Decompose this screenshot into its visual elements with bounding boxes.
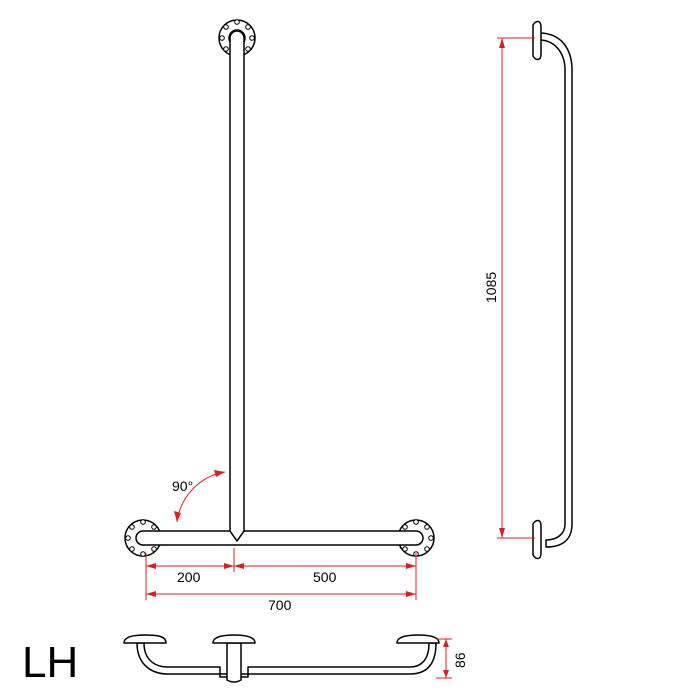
top-view: 86 <box>123 634 468 683</box>
top-view-tube <box>136 642 437 678</box>
horizontal-tube <box>135 530 424 546</box>
angle-label: 90° <box>172 478 193 494</box>
top-view-center-post <box>226 642 242 683</box>
left-segment-label: 200 <box>177 569 201 585</box>
side-top-flange <box>532 20 542 61</box>
total-width-label: 700 <box>268 597 292 613</box>
variant-label: LH <box>22 638 78 687</box>
depth-dimension: 86 <box>436 638 468 679</box>
top-view-right-flange <box>396 634 440 644</box>
height-label: 1085 <box>483 272 499 303</box>
height-dimension: 1085 <box>483 37 535 539</box>
top-view-left-flange <box>123 634 167 644</box>
width-dimensions: 200 500 700 <box>145 548 417 613</box>
front-view: 90° 200 500 700 <box>124 19 435 613</box>
depth-label: 86 <box>452 652 468 668</box>
right-segment-label: 500 <box>313 569 337 585</box>
side-view: 1085 <box>483 20 573 560</box>
angle-annotation: 90° <box>172 470 226 523</box>
top-view-center-flange <box>212 634 256 644</box>
side-tube <box>538 32 573 548</box>
side-bottom-flange <box>532 519 542 560</box>
vertical-tube <box>229 30 245 542</box>
